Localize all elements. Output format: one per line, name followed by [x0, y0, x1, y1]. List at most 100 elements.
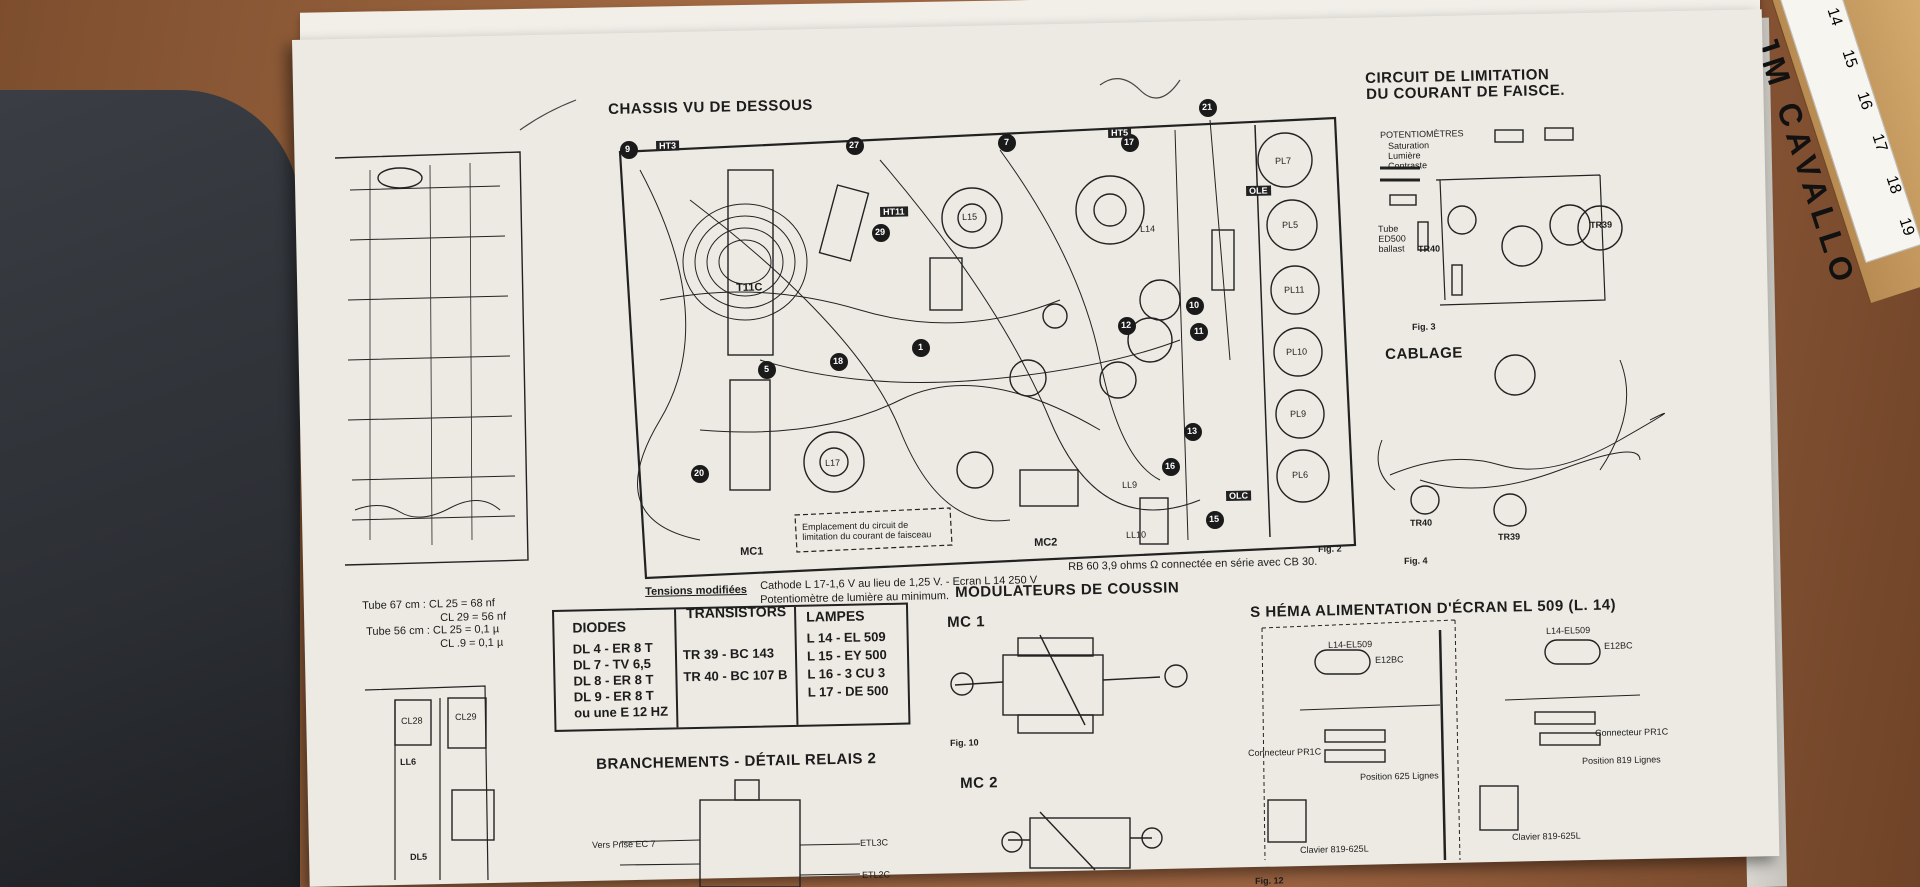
ll10-label: LL10 — [1126, 529, 1147, 540]
clavier-right: Clavier 819-625L — [1512, 830, 1581, 842]
tr39-label: TR39 — [1590, 219, 1613, 230]
node-18 — [830, 353, 848, 371]
node-13 — [1184, 423, 1202, 441]
node-7 — [998, 134, 1016, 152]
node-label: 15 — [1209, 513, 1220, 524]
e12bc-right: E12BC — [1604, 640, 1633, 651]
etl3c-label: ETL3C — [860, 837, 889, 848]
t11c-label: T11C — [736, 281, 763, 294]
clavier-left: Clavier 819-625L — [1300, 843, 1369, 855]
node-16 — [1162, 458, 1180, 476]
diode-row: DL 4 - ER 8 T — [572, 639, 653, 657]
node-label: 13 — [1187, 425, 1198, 436]
fig-3: Fig. 3 — [1412, 321, 1436, 332]
ll6-label: LL6 — [400, 756, 417, 767]
header-transistors: TRANSISTORS — [685, 603, 787, 622]
transistor-row: TR 39 - BC 143 — [682, 645, 775, 663]
header-diodes: DIODES — [572, 618, 627, 636]
node-label: 18 — [833, 355, 844, 366]
l14-el509-right: L14-EL509 — [1546, 625, 1591, 636]
lumiere-label: Lumière — [1388, 150, 1421, 161]
node-label: 5 — [764, 363, 770, 374]
node-15 — [1206, 511, 1224, 529]
l14-label: L14 — [1140, 223, 1156, 234]
pl6-label: PL6 — [1292, 469, 1309, 480]
lampe-row: L 14 - EL 509 — [806, 629, 886, 646]
node-label: 10 — [1189, 299, 1200, 310]
fig-4: Fig. 4 — [1404, 555, 1428, 566]
node-27 — [846, 137, 864, 155]
ht11-tag: HT11 — [880, 206, 908, 217]
node-label: 29 — [875, 226, 886, 237]
emplacement-note: Emplacement du circuit de limitation du … — [802, 519, 932, 542]
tensions-label: Tensions modifiées — [645, 583, 748, 598]
mc1-chassis-label: MC1 — [740, 545, 764, 558]
etl2c-label: ETL2C — [862, 869, 891, 880]
mc2-label: MC 2 — [960, 774, 999, 792]
tube67-note-b: CL 29 = 56 nf — [440, 610, 507, 624]
vers-prise-ec7-label: Vers Prise EC 7 — [592, 838, 656, 850]
olc-tag: OLC — [1226, 490, 1252, 501]
dl5-label: DL5 — [410, 851, 428, 862]
node-label: 7 — [1004, 136, 1010, 147]
node-label: 21 — [1202, 101, 1213, 112]
node-10 — [1186, 297, 1204, 315]
lampe-row: L 15 - EY 500 — [806, 647, 887, 664]
node-5 — [758, 361, 776, 379]
node-1 — [912, 339, 930, 357]
node-label: 1 — [918, 341, 924, 352]
connecteur-pr1c-left: Connecteur PR1C — [1248, 746, 1322, 758]
l14-el509-left: L14-EL509 — [1328, 639, 1373, 650]
cablage-title: CABLAGE — [1385, 344, 1464, 363]
position-625: Position 625 Lignes — [1360, 770, 1439, 782]
tr39-cable-label: TR39 — [1498, 531, 1521, 542]
diode-row: DL 8 - ER 8 T — [573, 671, 654, 689]
fig-12: Fig. 12 — [1255, 875, 1284, 886]
diode-row: ou une E 12 HZ — [574, 703, 669, 721]
pl10-label: PL10 — [1286, 346, 1308, 357]
node-label: 20 — [694, 467, 705, 478]
pl7-label: PL7 — [1275, 155, 1292, 166]
node-20 — [691, 465, 709, 483]
ll9-label: LL9 — [1122, 479, 1138, 490]
node-21 — [1199, 99, 1217, 117]
mc2-chassis-label: MC2 — [1034, 536, 1058, 549]
contraste-label: Contraste — [1388, 160, 1428, 171]
fig-10: Fig. 10 — [950, 737, 979, 748]
mc1-label: MC 1 — [947, 613, 986, 631]
pl9-label: PL9 — [1290, 408, 1307, 419]
transistor-row: TR 40 - BC 107 B — [683, 667, 788, 685]
l17-label: L17 — [825, 457, 841, 468]
node-label: 12 — [1121, 319, 1132, 330]
node-9 — [620, 141, 638, 159]
node-11 — [1190, 323, 1208, 341]
node-label: 9 — [625, 143, 631, 154]
node-label: 16 — [1165, 460, 1176, 471]
ole-tag: OLE — [1246, 185, 1271, 196]
potentiometres-label: POTENTIOMÈTRES — [1380, 128, 1464, 140]
tr40-cable-label: TR40 — [1410, 517, 1433, 528]
pl5-label: PL5 — [1282, 219, 1299, 230]
node-label: 17 — [1124, 136, 1135, 147]
table-divider — [674, 609, 679, 728]
lampe-row: L 17 - DE 500 — [807, 682, 889, 700]
node-12 — [1118, 317, 1136, 335]
cl29-label: CL29 — [455, 711, 477, 722]
e12bc-left: E12BC — [1375, 654, 1404, 665]
tr40-label: TR40 — [1418, 243, 1441, 254]
ht3-tag: HT3 — [656, 140, 680, 151]
chassis-frame — [618, 116, 1357, 580]
diode-row: DL 9 - ER 8 T — [573, 687, 654, 705]
node-29 — [872, 224, 890, 242]
left-schematic-frame — [334, 151, 529, 566]
fig-2: Fig. 2 — [1318, 543, 1342, 554]
header-lampes: LAMPES — [806, 607, 865, 625]
connecteur-pr1c-right: Connecteur PR1C — [1595, 726, 1669, 738]
cl28-label: CL28 — [401, 715, 423, 726]
position-819: Position 819 Lignes — [1582, 754, 1661, 766]
tube56-note-b: CL .9 = 0,1 µ — [440, 636, 504, 650]
lampe-row: L 16 - 3 CU 3 — [807, 665, 886, 682]
diode-row: DL 7 - TV 6,5 — [573, 655, 652, 673]
node-label: 11 — [1194, 325, 1204, 336]
pl11-label: PL11 — [1284, 284, 1305, 295]
